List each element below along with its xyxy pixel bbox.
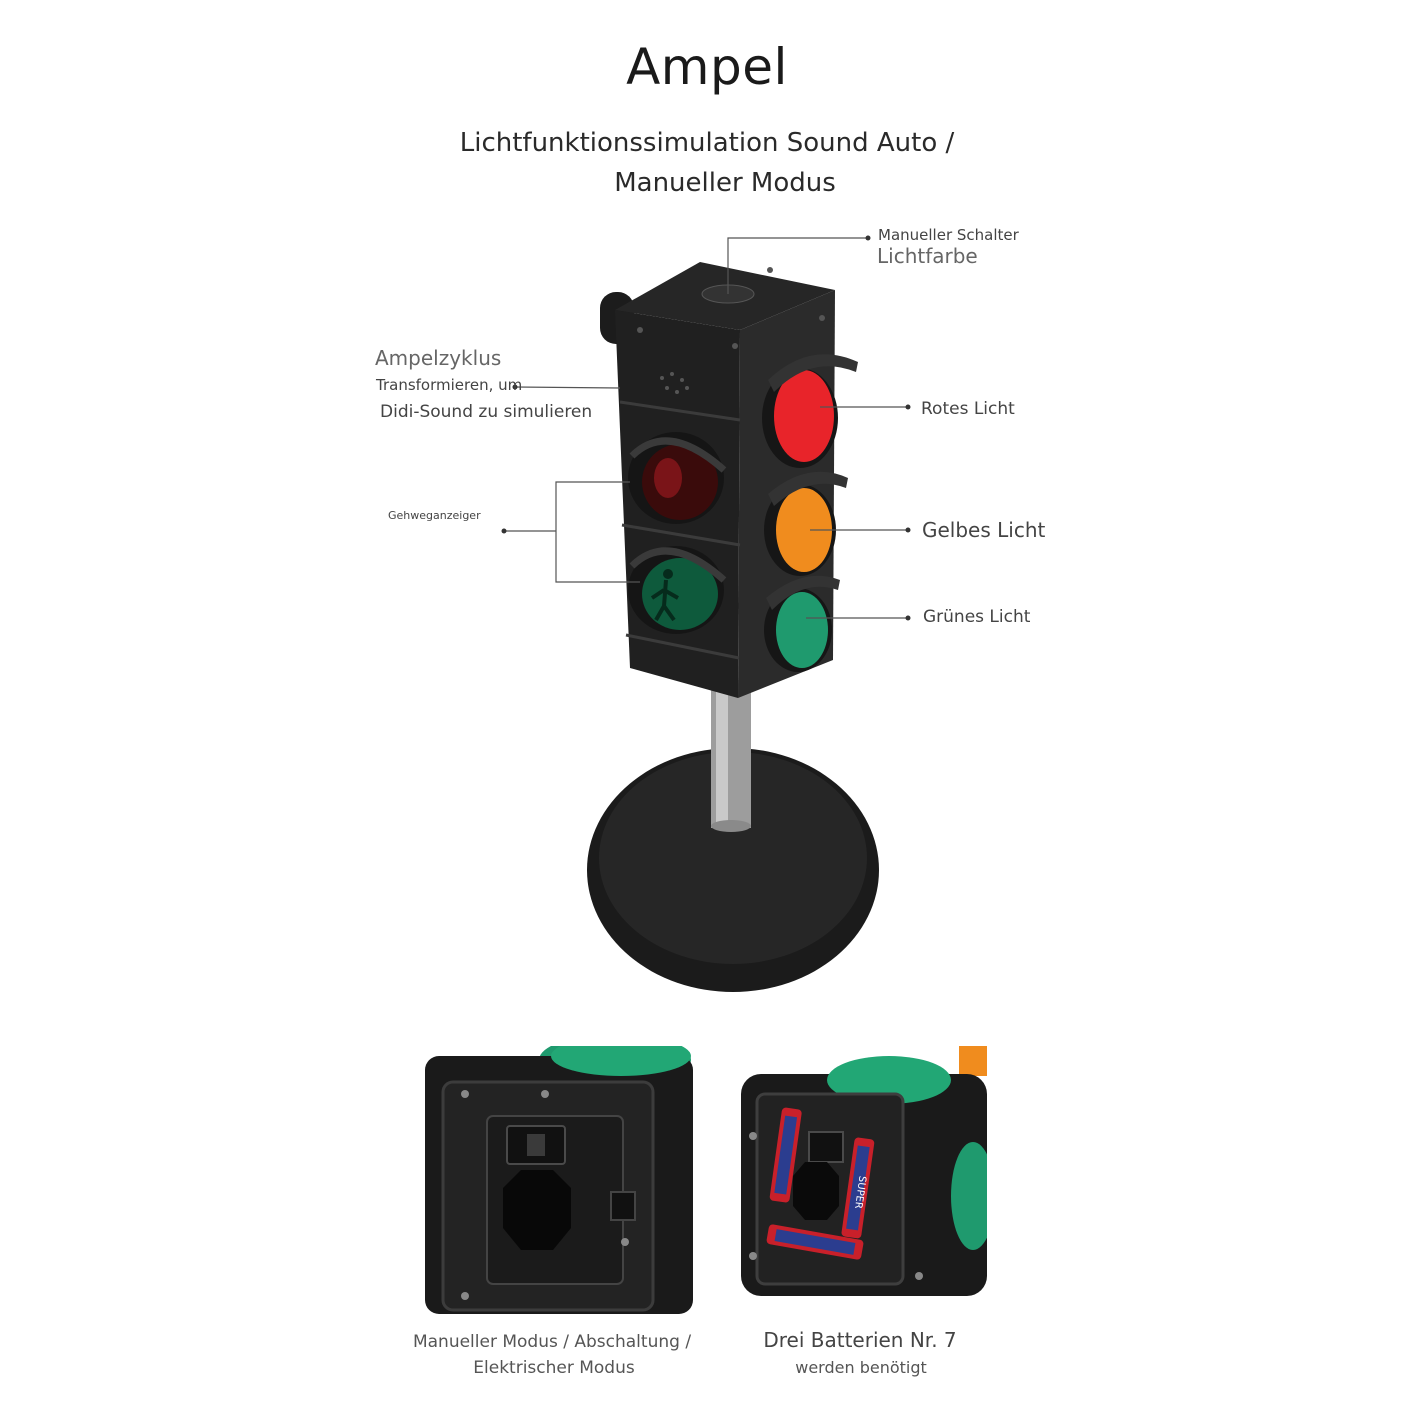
subtitle-line-1: Lichtfunktionssimulation Sound Auto / <box>459 128 955 158</box>
label-cycle-title: Ampelzyklus <box>375 346 502 370</box>
label-yellow-light: Gelbes Licht <box>922 518 1046 542</box>
page-title: Ampel <box>626 38 788 96</box>
caption-left-line-2: Elektrischer Modus <box>473 1358 635 1378</box>
label-red-light: Rotes Licht <box>921 399 1015 419</box>
subtitle-line-2: Manueller Modus <box>614 168 836 198</box>
battery-detail-photo: SUPER <box>723 1046 987 1314</box>
label-manual-switch: Manueller Schalter <box>878 226 1019 244</box>
switch-detail-photo <box>425 1046 693 1314</box>
caption-left-line-1: Manueller Modus / Abschaltung / <box>412 1332 692 1352</box>
caption-right-line-2: werden benötigt <box>795 1358 927 1377</box>
label-cycle-line-2: Didi-Sound zu simulieren <box>380 402 593 422</box>
label-green-light: Grünes Licht <box>923 607 1031 627</box>
battery-label: SUPER <box>852 1175 867 1209</box>
label-cycle-line-1: Transformieren, um <box>376 376 523 394</box>
caption-right-line-1: Drei Batterien Nr. 7 <box>763 1328 957 1352</box>
label-light-color: Lichtfarbe <box>877 244 978 268</box>
label-sidewalk-indicator: Gehweganzeiger <box>388 509 481 522</box>
